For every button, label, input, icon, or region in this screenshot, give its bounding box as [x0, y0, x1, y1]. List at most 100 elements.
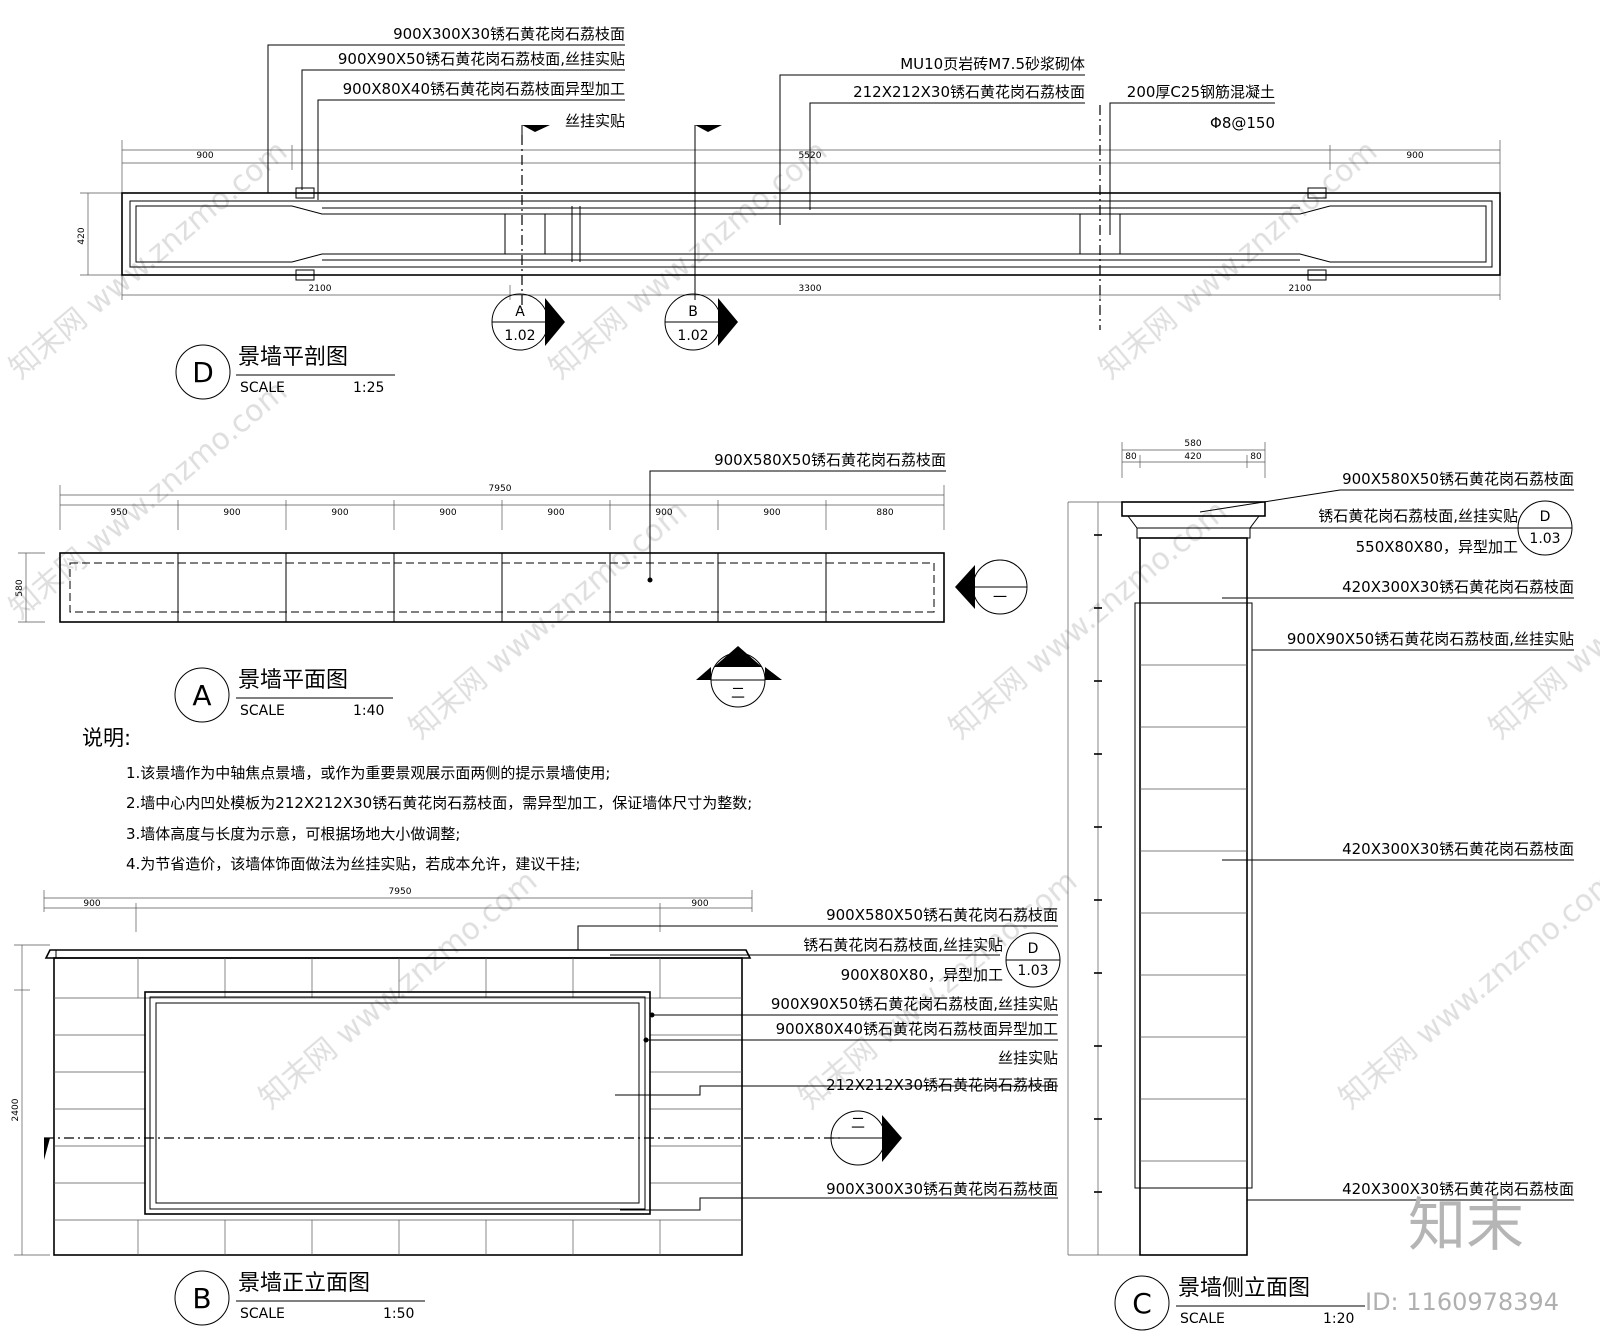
dim-text: 900	[223, 508, 240, 518]
watermark-text: 知末网 www.znzmo.com	[943, 494, 1234, 746]
front-elevation-drawing: 7950 900 900 2400	[11, 887, 1061, 1256]
detail-ref-sheet: 1.03	[1529, 531, 1560, 547]
note-item: 4.为节省造价，该墙体饰面做法为丝挂实贴，若成本允许，建议干挂;	[126, 855, 580, 873]
annotation-label: 900X580X50锈石黄花岗石荔枝面	[714, 451, 946, 469]
scale-label: SCALE	[1180, 1311, 1225, 1327]
dim-text: 900	[83, 899, 100, 909]
scale-value: 1:50	[383, 1306, 414, 1322]
annotation-label: 900X90X50锈石黄花岗石荔枝面,丝挂实贴	[771, 995, 1058, 1013]
drawing-marker: C	[1132, 1287, 1152, 1320]
section-marker-sheet: 1.02	[504, 328, 535, 344]
drawing-title: 景墙平剖图	[238, 345, 348, 370]
section-marker-a: A 1.02	[491, 293, 565, 351]
annotation-label: 420X300X30锈石黄花岗石荔枝面	[1342, 1180, 1574, 1198]
annotation-label: 900X90X50锈石黄花岗石荔枝面,丝挂实贴	[338, 50, 625, 68]
detail-ref-sheet: 1.03	[1017, 963, 1048, 979]
dim-text: 2100	[1289, 284, 1312, 294]
dim-text: 900	[763, 508, 780, 518]
annotation-label: 900X90X50锈石黄花岗石荔枝面,丝挂实贴	[1287, 630, 1574, 648]
annotation-label: 锈石黄花岗石荔枝面,丝挂实贴	[1318, 507, 1518, 525]
notes-title: 说明:	[82, 726, 131, 750]
scale-label: SCALE	[240, 380, 285, 396]
dim-text: 900	[1406, 151, 1423, 161]
plan-view-dim-ticks	[177, 500, 827, 530]
watermark-text: 知末网 www.znzmo.com	[253, 864, 544, 1116]
side-elevation-ticks	[1094, 534, 1102, 1193]
annotation-label: 900X580X50锈石黄花岗石荔枝面	[1342, 470, 1574, 488]
watermark-layer: 知末网 www.znzmo.com 知末网 www.znzmo.com 知末网 …	[3, 134, 1600, 1116]
annotation-label: 900X580X50锈石黄花岗石荔枝面	[826, 906, 1058, 924]
section-mark-text: 二	[731, 686, 745, 702]
scale-value: 1:25	[353, 380, 384, 396]
dim-text: 580	[15, 579, 25, 596]
plan-view-drawing: 7950 950 900 900 900 900 900 900 880 580	[15, 470, 1028, 708]
section-mark-text: 二	[851, 1116, 865, 1132]
note-item: 1.该景墙作为中轴焦点景墙，或作为重要景观展示面两侧的提示景墙使用;	[126, 764, 610, 782]
drawing-marker: A	[192, 679, 211, 712]
image-id-watermark: ID: 1160978394	[1365, 1288, 1559, 1316]
brand-watermark: 知末	[1408, 1191, 1524, 1259]
dim-text: 7950	[389, 887, 412, 897]
dim-text: 900	[439, 508, 456, 518]
dim-text: 2400	[11, 1098, 21, 1121]
section-marker-letter: A	[515, 304, 525, 320]
dim-text: 2100	[309, 284, 332, 294]
annotation-label: 550X80X80，异型加工	[1356, 538, 1518, 556]
dim-text: 3300	[799, 284, 822, 294]
drawing-title: 景墙平面图	[238, 668, 348, 693]
scale-value: 1:40	[353, 703, 384, 719]
section-marker-letter: B	[688, 304, 698, 320]
annotation-label: 900X80X40锈石黄花岗石荔枝面异型加工	[343, 80, 625, 98]
dim-text: 7950	[489, 484, 512, 494]
notes-block: 说明: 1.该景墙作为中轴焦点景墙，或作为重要景观展示面两侧的提示景墙使用; 2…	[82, 726, 752, 873]
annotation-label: 420X300X30锈石黄花岗石荔枝面	[1342, 840, 1574, 858]
section-marker-b: B 1.02	[664, 293, 738, 351]
dim-text: 80	[1250, 452, 1262, 462]
dim-text: 900	[655, 508, 672, 518]
annotation-label: 900X300X30锈石黄花岗石荔枝面	[826, 1180, 1058, 1198]
annotation-label: 锈石黄花岗石荔枝面,丝挂实贴	[803, 936, 1003, 954]
detail-ref-front: D 1.03	[1005, 932, 1061, 988]
annotation-label: 丝挂实贴	[998, 1049, 1058, 1067]
dim-text: 880	[876, 508, 893, 518]
title-block-plan-section: D 景墙平剖图 SCALE 1:25	[175, 344, 395, 400]
scale-label: SCALE	[240, 703, 285, 719]
annotation-label: 900X80X40锈石黄花岗石荔枝面异型加工	[776, 1020, 1058, 1038]
dim-text: 900	[547, 508, 564, 518]
annotation-label: 420X300X30锈石黄花岗石荔枝面	[1342, 578, 1574, 596]
plan-section-drawing: 900 5520 900 2100 3300 2100 420	[77, 44, 1501, 351]
note-item: 2.墙中心内凹处模板为212X212X30锈石黄花岗石荔枝面，需异型加工，保证墙…	[126, 794, 752, 812]
dim-text: 420	[77, 227, 87, 244]
annotation-label: 丝挂实贴	[565, 112, 625, 130]
annotation-label: Φ8@150	[1210, 114, 1275, 132]
section-marker-sheet: 1.02	[677, 328, 708, 344]
annotation-label: 900X300X30锈石黄花岗石荔枝面	[393, 25, 625, 43]
section-marker-front: 二	[830, 1110, 902, 1166]
note-item: 3.墙体高度与长度为示意，可根据场地大小做调整;	[126, 825, 460, 843]
drawing-title: 景墙正立面图	[238, 1271, 370, 1296]
detail-ref-letter: D	[1028, 941, 1039, 957]
dim-text: 420	[1184, 452, 1201, 462]
annotation-label: MU10页岩砖M7.5砂浆砌体	[900, 55, 1085, 73]
dim-text: 900	[331, 508, 348, 518]
scale-value: 1:20	[1323, 1311, 1354, 1327]
annotation-label: 212X212X30锈石黄花岗石荔枝面	[853, 83, 1085, 101]
annotation-label: 900X80X80，异型加工	[841, 966, 1003, 984]
title-block-front-elevation: B 景墙正立面图 SCALE 1:50	[174, 1270, 425, 1326]
annotation-label: 200厚C25钢筋混凝土	[1127, 83, 1275, 101]
drawing-marker: D	[192, 356, 214, 389]
dim-text: 950	[110, 508, 127, 518]
watermark-text: 知末网 www.znzmo.com	[1333, 864, 1600, 1116]
detail-ref-side: D 1.03	[1517, 500, 1573, 556]
dim-text: 580	[1184, 439, 1201, 449]
detail-ref-letter: D	[1540, 509, 1551, 525]
dim-text: 80	[1125, 452, 1137, 462]
title-block-side-elevation: C 景墙侧立面图 SCALE 1:20	[1114, 1275, 1365, 1331]
side-elevation-drawing: 580 420 80 80	[1067, 439, 1574, 1256]
section-marker-2: 二	[696, 646, 782, 708]
dim-text: 900	[691, 899, 708, 909]
title-block-plan-view: A 景墙平面图 SCALE 1:40	[174, 667, 393, 723]
scale-label: SCALE	[240, 1306, 285, 1322]
annotation-label: 212X212X30锈石黄花岗石荔枝面	[826, 1076, 1058, 1094]
